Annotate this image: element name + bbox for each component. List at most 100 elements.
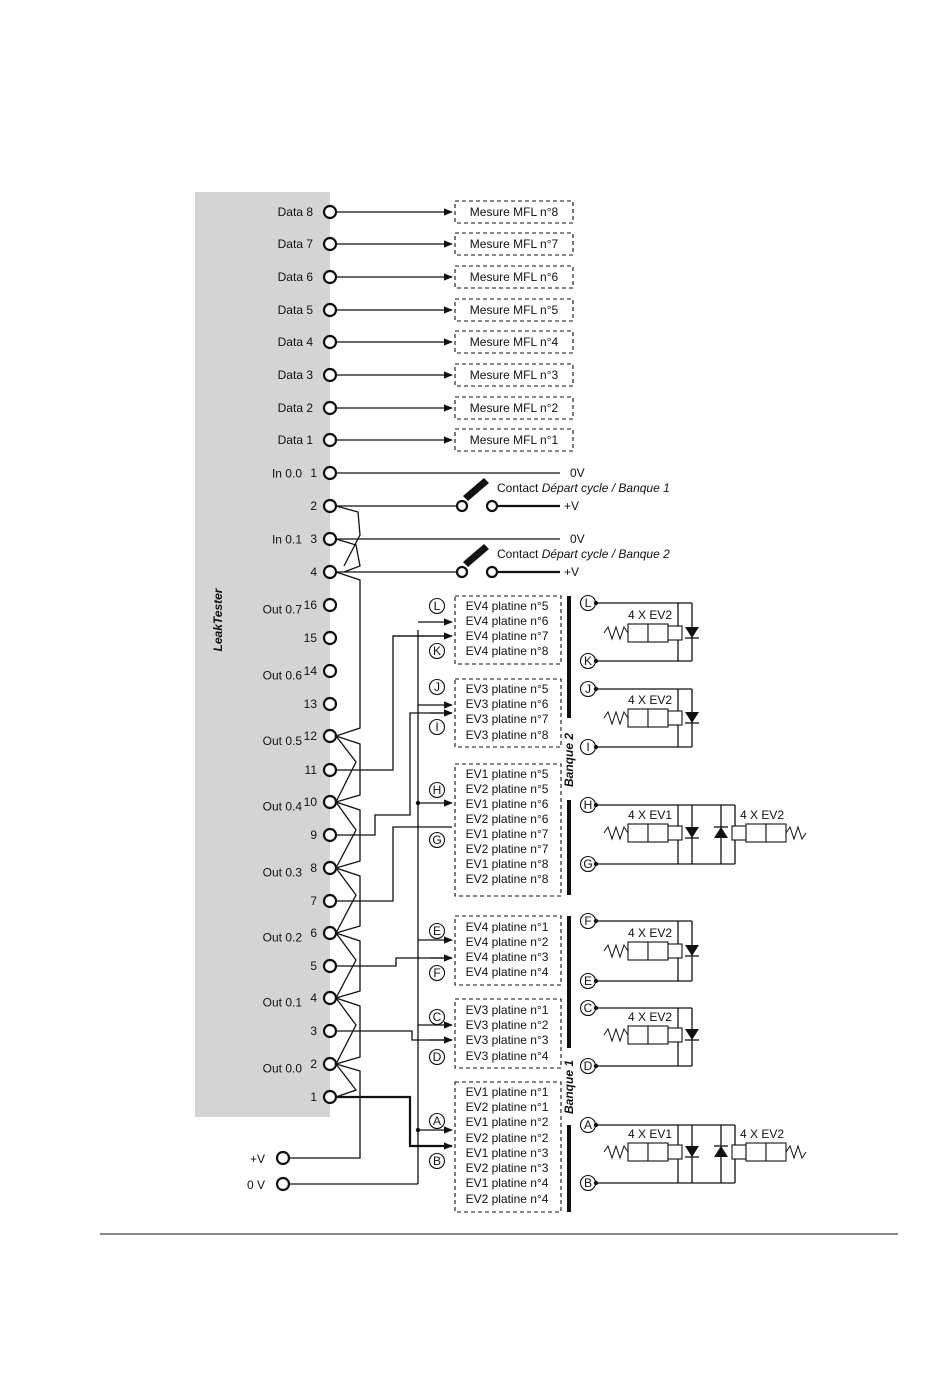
valve-port bbox=[745, 1142, 767, 1162]
output-pin-number: 15 bbox=[304, 631, 318, 645]
contact-terminal bbox=[485, 499, 499, 513]
junction-dot bbox=[415, 1127, 421, 1133]
common-cross bbox=[335, 867, 357, 934]
valve-line-label: EV1 platine n°8 bbox=[466, 857, 549, 871]
junction-dot bbox=[593, 861, 599, 867]
junction-dot bbox=[593, 1063, 599, 1069]
valve-line-label: EV3 platine n°2 bbox=[466, 1018, 549, 1032]
out-0.4-wire bbox=[336, 712, 452, 836]
mfl-measure-label: Mesure MFL n°3 bbox=[470, 368, 559, 382]
output-group-label: Out 0.1 bbox=[263, 996, 303, 1010]
output-pin-terminal bbox=[322, 958, 338, 974]
zero-volt-label: 0V bbox=[570, 532, 585, 546]
valve-port bbox=[647, 1025, 669, 1045]
valve-port bbox=[627, 1142, 649, 1162]
output-group-label: Out 0.0 bbox=[263, 1062, 303, 1076]
output-pin-terminal bbox=[322, 860, 338, 876]
valve-line-label: EV2 platine n°6 bbox=[466, 812, 549, 826]
terminal-letter-circle bbox=[428, 1152, 446, 1170]
output-pin-number: 7 bbox=[310, 894, 317, 908]
leaktester-label: LeakTester bbox=[211, 587, 225, 651]
valve-port bbox=[627, 1025, 649, 1045]
valve-line-label: EV4 platine n°3 bbox=[466, 950, 549, 964]
data-pin-terminal bbox=[322, 269, 338, 285]
valve-line-label: EV2 platine n°4 bbox=[466, 1192, 549, 1206]
data-pin-terminal bbox=[322, 334, 338, 350]
mfl-measure-label: Mesure MFL n°1 bbox=[470, 433, 559, 447]
contact-terminal bbox=[455, 565, 469, 579]
data-pin-label: Data 8 bbox=[278, 205, 314, 219]
terminal-letter-circle bbox=[428, 964, 446, 982]
mfl-measure-box bbox=[454, 396, 574, 420]
zero-volt-label: 0V bbox=[570, 466, 585, 480]
valve-line-label: EV2 platine n°8 bbox=[466, 872, 549, 886]
diode-symbol bbox=[714, 1146, 728, 1157]
terminal-letter: K bbox=[433, 644, 441, 658]
terminal-letter: D bbox=[433, 1050, 442, 1064]
bank-1-label: Banque 1 bbox=[562, 1060, 576, 1114]
output-pin-number: 14 bbox=[304, 664, 318, 678]
valve-port bbox=[647, 708, 669, 728]
input-pin-terminal bbox=[322, 564, 338, 580]
data-pin-terminal bbox=[322, 302, 338, 318]
valve-line-label: EV1 platine n°3 bbox=[466, 1146, 549, 1160]
valve-coil bbox=[667, 625, 683, 641]
terminal-letter: J bbox=[434, 680, 440, 694]
data-pin-label: Data 1 bbox=[278, 433, 314, 447]
junction-dot bbox=[593, 918, 599, 924]
output-pin-terminal bbox=[322, 630, 338, 646]
output-pin-number: 10 bbox=[304, 795, 318, 809]
valve-coil bbox=[667, 1144, 683, 1160]
valve-line-label: EV4 platine n°6 bbox=[466, 614, 549, 628]
terminal-letter: E bbox=[584, 974, 592, 988]
bank-2-label: Banque 2 bbox=[562, 733, 576, 787]
valve-line-label: EV2 platine n°5 bbox=[466, 782, 549, 796]
valve-list-box bbox=[454, 678, 562, 748]
diode-symbol bbox=[685, 1029, 699, 1040]
out-0.2-wire bbox=[336, 957, 452, 967]
output-group-label: Out 0.4 bbox=[263, 800, 303, 814]
valve-line-label: EV4 platine n°8 bbox=[466, 644, 549, 658]
output-pin-terminal bbox=[322, 663, 338, 679]
output-group-label: Out 0.5 bbox=[263, 734, 303, 748]
valve-port bbox=[745, 823, 767, 843]
diode-symbol bbox=[685, 1146, 699, 1157]
mfl-measure-label: Mesure MFL n°7 bbox=[470, 237, 559, 251]
data-pin-label: Data 5 bbox=[278, 303, 314, 317]
mfl-measure-box bbox=[454, 265, 574, 289]
terminal-letter: L bbox=[434, 599, 441, 613]
terminal-letter: I bbox=[586, 740, 589, 754]
valve-port bbox=[647, 823, 669, 843]
output-pin-terminal bbox=[322, 1023, 338, 1039]
output-pin-number: 2 bbox=[310, 1057, 317, 1071]
junction-dot bbox=[415, 800, 421, 806]
contact-terminal bbox=[485, 565, 499, 579]
valve-line-label: EV4 platine n°5 bbox=[466, 599, 549, 613]
junction-dot bbox=[593, 978, 599, 984]
junction-dot bbox=[593, 658, 599, 664]
terminal-letter-circle bbox=[428, 1008, 446, 1026]
input-pin-number: 1 bbox=[310, 466, 317, 480]
output-pin-number: 11 bbox=[305, 763, 318, 777]
junction-dot bbox=[593, 1005, 599, 1011]
terminal-letter-circle bbox=[428, 831, 446, 849]
valve-line-label: EV1 platine n°4 bbox=[466, 1176, 549, 1190]
valve-line-label: EV3 platine n°3 bbox=[466, 1033, 549, 1047]
valve-coil bbox=[731, 825, 747, 841]
valve-line-label: EV1 platine n°5 bbox=[466, 767, 549, 781]
output-pin-number: 12 bbox=[304, 729, 318, 743]
output-pin-terminal bbox=[322, 728, 338, 744]
coil-count-label: 4 X EV1 bbox=[628, 1127, 672, 1141]
valve-spring bbox=[603, 710, 629, 726]
terminal-letter: A bbox=[584, 1118, 592, 1132]
junction-dot bbox=[593, 600, 599, 606]
data-pin-label: Data 7 bbox=[278, 237, 314, 251]
output-pin-terminal bbox=[322, 762, 338, 778]
common-cross bbox=[335, 801, 357, 869]
output-pin-terminal bbox=[322, 1089, 338, 1105]
terminal-letter: L bbox=[585, 596, 592, 610]
output-pin-terminal bbox=[322, 990, 338, 1006]
common-cross bbox=[335, 997, 357, 1065]
terminal-letter: D bbox=[584, 1059, 593, 1073]
contact-terminal bbox=[455, 499, 469, 513]
